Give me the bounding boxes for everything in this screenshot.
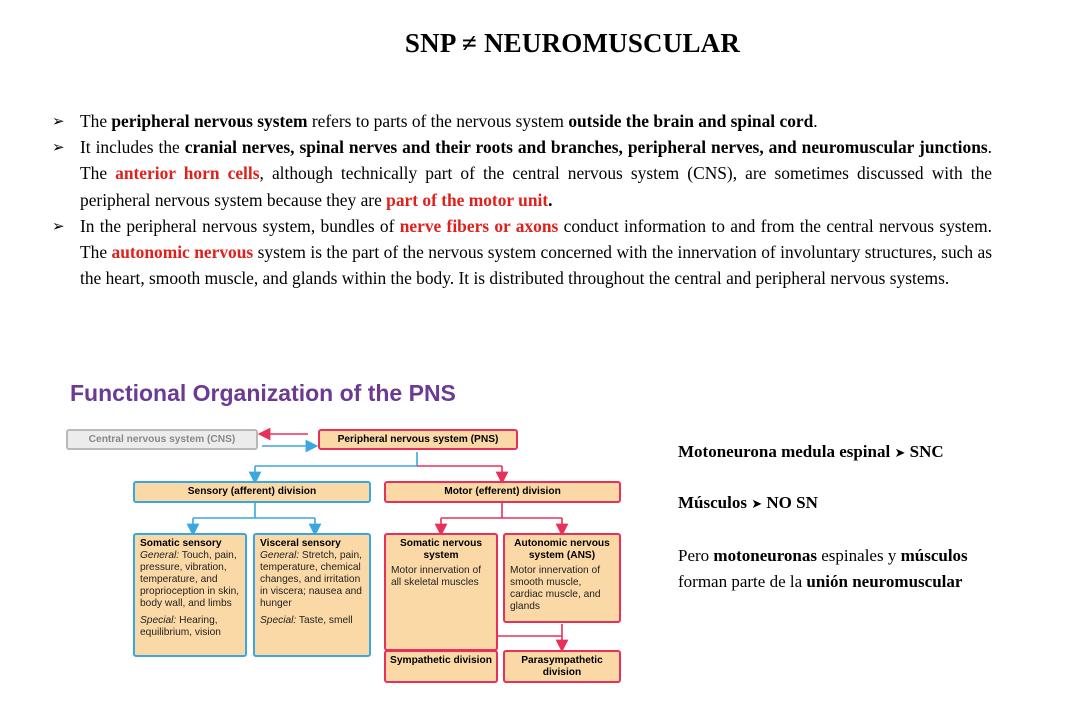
bullet-arrow-icon: ➢ [52, 216, 65, 235]
somatic-nervous-system-box: Somatic nervous system Motor innervation… [384, 533, 498, 651]
ans-box: Autonomic nervous system (ANS) Motor inn… [503, 533, 621, 623]
figure-title: Functional Organization of the PNS [70, 380, 456, 406]
bullet-item: ➢ In the peripheral nervous system, bund… [52, 213, 992, 292]
sensory-division-box: Sensory (afferent) division [133, 481, 371, 503]
bullet-arrow-icon: ➢ [52, 138, 65, 157]
parasympathetic-division-box: Parasympathetic division [503, 650, 621, 683]
note-line-2: Músculos ➤ NO SN [678, 493, 818, 512]
somatic-sensory-box: Somatic sensory General: Touch, pain, pr… [133, 533, 247, 657]
visceral-sensory-box: Visceral sensory General: Stretch, pain,… [253, 533, 371, 657]
arrow-icon: ➤ [751, 497, 763, 512]
motor-division-box: Motor (efferent) division [384, 481, 621, 503]
bullet-item: ➢ The peripheral nervous system refers t… [52, 108, 992, 134]
note-line-4: forman parte de la unión neuromuscular [678, 572, 963, 591]
note-line-3: Pero motoneuronas espinales y músculos [678, 546, 968, 565]
note-line-1: Motoneurona medula espinal ➤ SNC [678, 442, 944, 461]
cns-box: Central nervous system (CNS) [66, 429, 258, 450]
arrow-icon: ➤ [894, 446, 906, 461]
bullet-item: ➢ It includes the cranial nerves, spinal… [52, 134, 992, 213]
sympathetic-division-box: Sympathetic division [384, 650, 498, 683]
page-title: SNP ≠ NEUROMUSCULAR [404, 28, 741, 58]
pns-box: Peripheral nervous system (PNS) [318, 429, 518, 450]
bullet-list: ➢ The peripheral nervous system refers t… [52, 108, 992, 291]
bullet-arrow-icon: ➢ [52, 112, 65, 130]
